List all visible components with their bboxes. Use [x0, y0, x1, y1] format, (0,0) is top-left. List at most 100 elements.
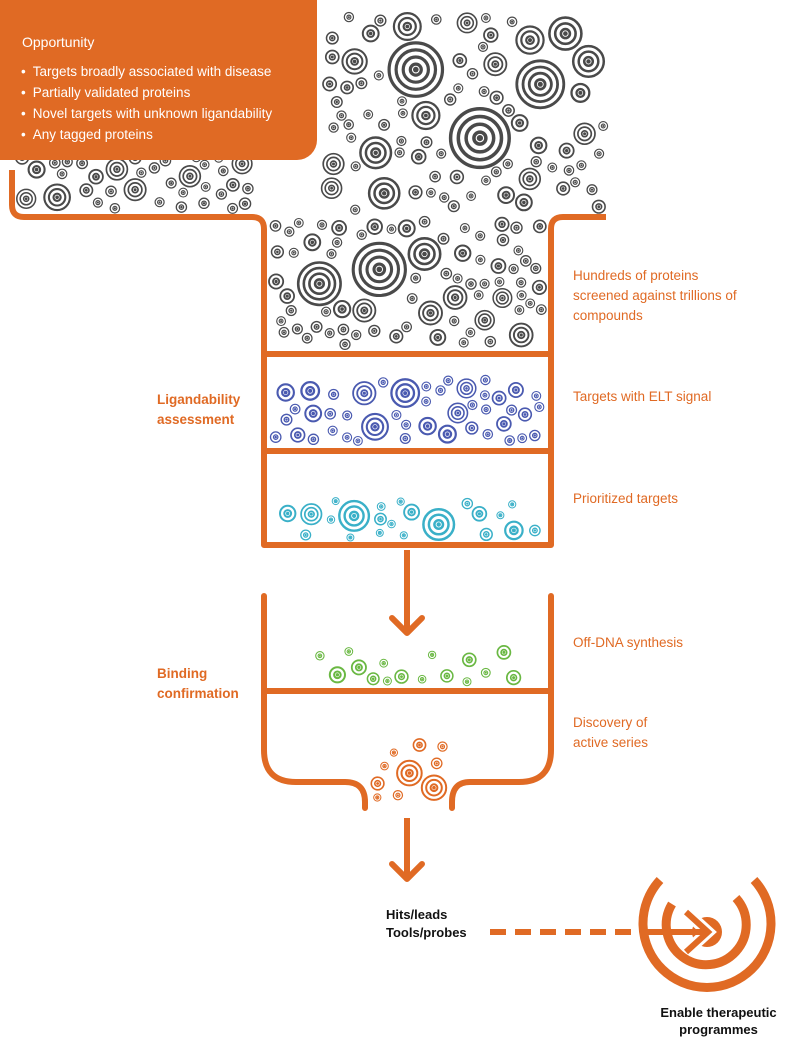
protein-target-icon — [394, 147, 405, 158]
protein-target-icon — [430, 14, 442, 25]
off-dna-target-icon — [344, 647, 354, 656]
elt-target-icon — [443, 375, 454, 386]
elt-target-icon — [517, 407, 533, 422]
active-target-icon — [380, 761, 389, 771]
protein-target-icon — [200, 181, 211, 192]
protein-target-icon — [324, 328, 335, 339]
stage-label-prioritized: Prioritized targets — [573, 491, 679, 506]
protein-target-icon — [410, 148, 427, 165]
prioritized-target-icon — [374, 512, 387, 526]
protein-target-icon — [43, 183, 71, 212]
protein-target-icon — [440, 267, 453, 280]
protein-target-icon — [547, 162, 558, 173]
elt-target-icon — [507, 381, 524, 398]
elt-target-icon — [342, 432, 353, 443]
off-dna-target-icon — [366, 672, 380, 686]
elt-target-icon — [421, 396, 432, 407]
protein-target-icon — [301, 332, 313, 344]
protein-target-icon — [573, 122, 596, 146]
prioritized-target-icon — [471, 505, 488, 522]
elt-target-icon — [479, 390, 490, 401]
protein-target-icon — [199, 159, 210, 170]
protein-target-icon — [496, 233, 510, 247]
protein-target-icon — [279, 288, 296, 304]
elt-target-icon — [290, 427, 306, 443]
elt-target-icon — [324, 407, 337, 420]
protein-target-icon — [442, 285, 468, 310]
protein-target-icon — [322, 76, 338, 92]
protein-target-icon — [406, 293, 418, 304]
protein-target-icon — [175, 201, 188, 213]
off-dna-target-icon — [315, 651, 325, 661]
protein-target-icon — [225, 177, 240, 192]
protein-target-icon — [328, 122, 339, 133]
protein-target-icon — [465, 278, 477, 290]
off-dna-target-icon — [496, 645, 512, 660]
protein-target-icon — [303, 233, 322, 252]
stage-label-off-dna: Off-DNA synthesis — [573, 635, 684, 650]
protein-target-icon — [490, 258, 507, 274]
prioritized-target-icon — [375, 528, 384, 537]
elt-target-icon — [481, 404, 492, 415]
elt-target-icon — [300, 380, 321, 401]
active-target-icon — [430, 757, 443, 770]
protein-target-icon — [387, 41, 445, 98]
protein-target-icon — [418, 300, 443, 326]
protein-target-icon — [218, 165, 229, 177]
protein-target-icon — [316, 219, 328, 230]
elt-target-icon — [496, 416, 512, 432]
elt-target-icon — [352, 381, 377, 406]
prioritized-circles — [279, 497, 541, 542]
elt-target-icon — [534, 401, 545, 413]
protein-target-icon — [366, 218, 383, 235]
arrow-head-1 — [389, 615, 425, 636]
protein-target-icon — [341, 48, 368, 75]
protein-target-icon — [288, 247, 299, 258]
protein-target-icon — [497, 186, 516, 205]
protein-target-icon — [337, 323, 350, 336]
opportunity-item: Targets broadly associated with disease — [21, 61, 272, 82]
protein-target-icon — [410, 272, 422, 284]
elt-target-icon — [506, 404, 518, 416]
protein-target-icon — [215, 188, 228, 200]
elt-target-icon — [307, 433, 320, 446]
elt-target-icon — [504, 435, 515, 446]
protein-target-icon — [530, 262, 542, 274]
protein-target-icon — [178, 187, 189, 198]
protein-target-icon — [378, 118, 391, 131]
protein-target-icon — [336, 110, 347, 121]
protein-target-icon — [494, 216, 510, 232]
side-label-ligandability: Ligandability assessment — [157, 392, 241, 427]
protein-target-icon — [508, 263, 519, 275]
protein-target-icon — [350, 161, 361, 172]
elt-target-icon — [352, 435, 363, 446]
protein-target-icon — [284, 226, 295, 237]
prioritized-target-icon — [331, 497, 340, 506]
protein-target-icon — [530, 156, 542, 168]
off-dna-target-icon — [440, 669, 454, 683]
protein-target-icon — [109, 203, 121, 214]
protein-target-icon — [285, 305, 297, 317]
protein-target-icon — [326, 248, 337, 259]
prioritized-target-icon — [396, 497, 405, 506]
off-dna-target-icon — [382, 676, 392, 686]
protein-target-icon — [466, 191, 477, 201]
protein-target-icon — [429, 170, 441, 183]
protein-target-icon — [452, 273, 463, 284]
lower-funnel-outline — [261, 593, 368, 811]
prioritized-target-icon — [479, 527, 493, 542]
protein-target-icon — [492, 287, 513, 309]
protein-target-icon — [556, 181, 571, 196]
stage-label-elt-signal: Targets with ELT signal — [573, 389, 712, 404]
off-dna-target-icon — [394, 669, 409, 684]
elt-target-icon — [482, 428, 494, 440]
elt-target-icon — [276, 383, 295, 402]
protein-target-icon — [513, 245, 524, 256]
protein-target-icon — [514, 305, 525, 315]
protein-target-icon — [352, 298, 377, 323]
elt-target-icon — [269, 431, 282, 443]
protein-target-icon — [475, 254, 486, 265]
elt-target-icon — [529, 429, 541, 442]
protein-target-icon — [16, 188, 37, 209]
protein-target-icon — [296, 261, 342, 307]
